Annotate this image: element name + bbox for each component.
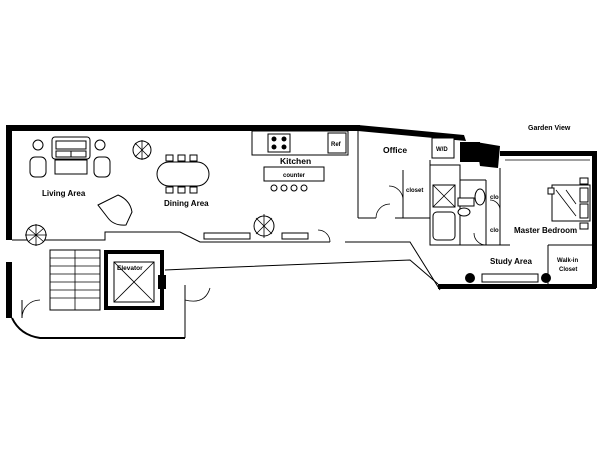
plant-icon xyxy=(25,224,47,246)
kitchen-island xyxy=(263,166,325,192)
stair-core xyxy=(21,249,101,319)
dining-table xyxy=(156,154,210,194)
bath-clo-bottom-label: clo xyxy=(490,228,499,234)
ref-label: Ref xyxy=(331,142,342,148)
study-area-label: Study Area xyxy=(490,257,532,266)
kitchen-label: Kitchen xyxy=(280,156,311,166)
office-dark-pillar xyxy=(460,142,480,162)
coffee-table xyxy=(54,159,88,175)
walkin-label-1: Walk-in xyxy=(557,258,578,264)
kitchen-counter-top xyxy=(251,130,349,156)
exterior-walls xyxy=(6,125,597,339)
elevator-label: Elevator xyxy=(117,265,143,272)
washer-dryer xyxy=(431,137,455,159)
sideboard xyxy=(203,232,251,240)
elevator-shaft xyxy=(104,250,166,310)
closet-label: closet xyxy=(406,188,423,194)
window-left xyxy=(7,150,11,312)
office-label: Office xyxy=(383,145,407,155)
living-area-label: Living Area xyxy=(42,189,86,198)
walkin-label-2: Closet xyxy=(559,267,577,273)
interior-walls xyxy=(12,131,592,338)
bar-stools xyxy=(270,184,308,192)
master-bedroom-label: Master Bedroom xyxy=(514,226,577,235)
stair-treads xyxy=(50,250,100,310)
armchair-right xyxy=(93,156,111,178)
armchair-left xyxy=(29,156,47,178)
plant-icon xyxy=(253,214,275,238)
bath-clo-top-label: clo xyxy=(490,195,499,201)
dining-chairs xyxy=(165,154,198,194)
grand-piano xyxy=(97,194,133,226)
counter-label: counter xyxy=(283,173,306,179)
plant-icon xyxy=(132,140,152,160)
bed xyxy=(551,177,591,230)
study-desk xyxy=(465,273,551,283)
garden-view-label: Garden View xyxy=(528,125,571,132)
room-labels: Garden View Living Area Dining Area Kitc… xyxy=(42,125,578,273)
sofa xyxy=(51,136,91,160)
office-doors xyxy=(375,185,404,219)
dining-area-label: Dining Area xyxy=(164,199,209,208)
side-tables xyxy=(32,139,106,151)
office-clo-label: clo xyxy=(461,155,470,161)
bath-doors xyxy=(473,199,501,246)
bedroom-chair xyxy=(547,187,555,195)
kitchen-bottom-counter xyxy=(281,229,331,243)
wd-label: W/D xyxy=(436,147,448,153)
bathroom-fixtures xyxy=(432,184,486,241)
